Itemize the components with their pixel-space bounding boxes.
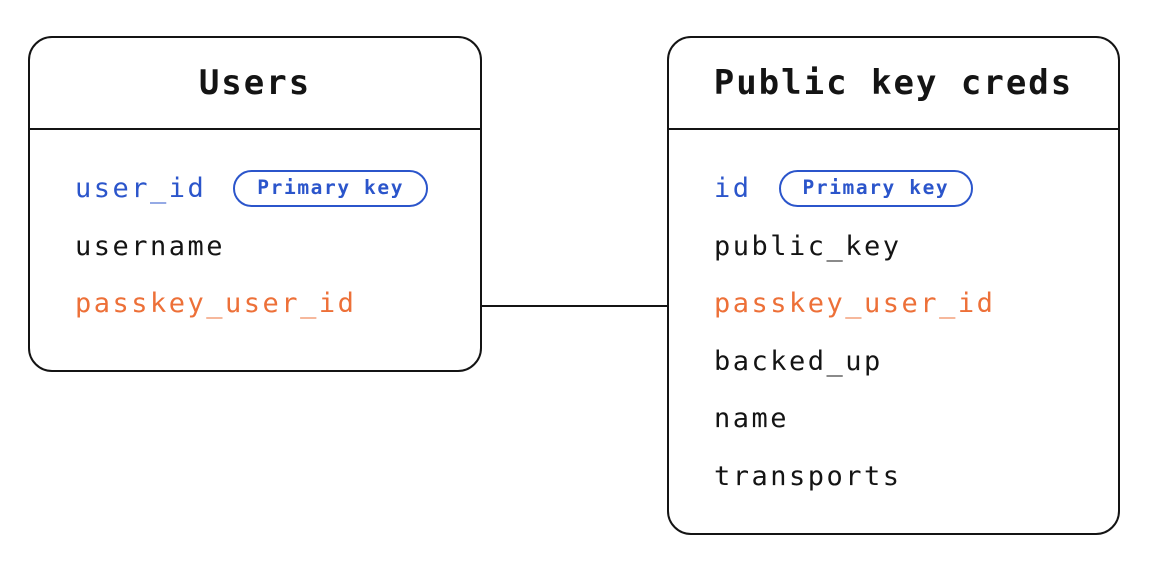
field-name-backed-up: backed_up [714, 345, 883, 377]
table-body-public-key-creds: id Primary key public_key passkey_user_i… [669, 130, 1118, 505]
table-card-users: Users user_id Primary key username passk… [28, 36, 482, 372]
field-name-user-id: user_id [75, 173, 207, 205]
field-name-transports: transports [714, 460, 902, 492]
field-row-passkey-user-id: passkey_user_id [75, 275, 480, 333]
field-name-public-key: public_key [714, 230, 902, 262]
table-header-users: Users [30, 38, 480, 130]
table-title-public-key-creds: Public key creds [713, 63, 1074, 103]
table-header-public-key-creds: Public key creds [669, 38, 1118, 130]
field-name-name: name [714, 403, 790, 435]
field-row-username: username [75, 218, 480, 276]
field-name-passkey-user-id: passkey_user_id [714, 288, 996, 320]
table-card-public-key-creds: Public key creds id Primary key public_k… [667, 36, 1120, 535]
field-name-passkey-user-id: passkey_user_id [75, 288, 357, 320]
primary-key-badge: Primary key [233, 170, 429, 208]
relationship-line [482, 305, 667, 307]
field-row-id: id Primary key [714, 160, 1118, 218]
table-title-users: Users [198, 63, 312, 103]
field-name-id: id [714, 173, 752, 205]
field-row-name: name [714, 390, 1118, 448]
primary-key-badge: Primary key [778, 170, 974, 208]
field-row-transports: transports [714, 448, 1118, 506]
table-body-users: user_id Primary key username passkey_use… [30, 130, 480, 333]
field-row-backed-up: backed_up [714, 333, 1118, 391]
field-name-username: username [75, 230, 226, 262]
field-row-user-id: user_id Primary key [75, 160, 480, 218]
field-row-passkey-user-id: passkey_user_id [714, 275, 1118, 333]
field-row-public-key: public_key [714, 218, 1118, 276]
